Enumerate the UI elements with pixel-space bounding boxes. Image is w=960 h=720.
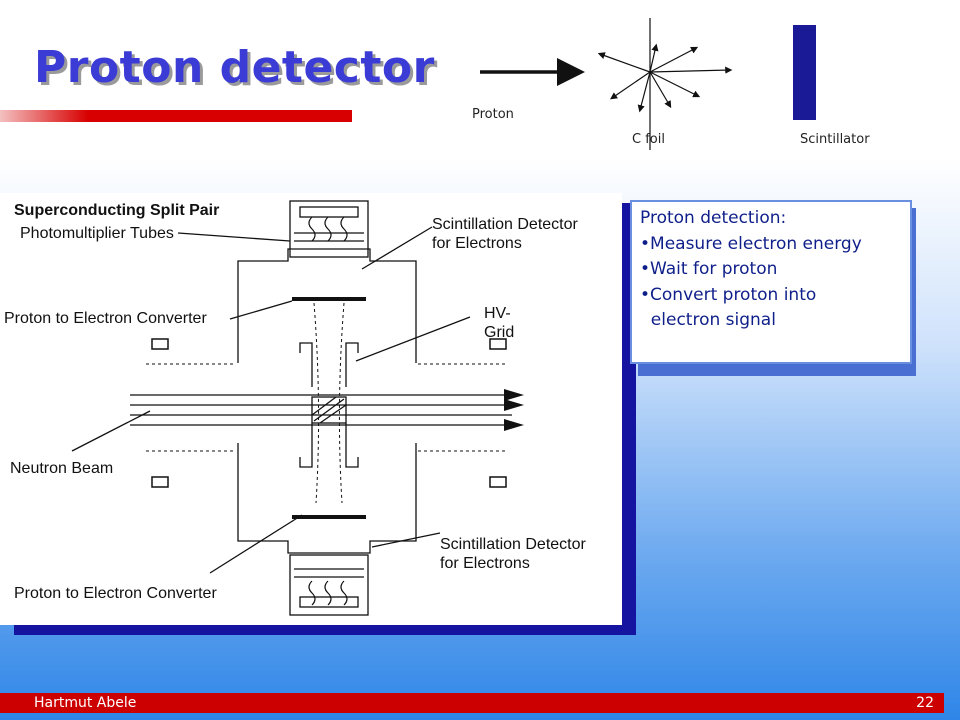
detector-diagram: Superconducting Split Pair Photomultipli… (0, 193, 622, 625)
label-converter-bottom: Proton to Electron Converter (14, 585, 217, 602)
label-superconducting-split-pair: Superconducting Split Pair (14, 202, 220, 219)
field-line-right (338, 302, 345, 504)
scintillator-bar (793, 25, 816, 120)
label-converter-top: Proton to Electron Converter (4, 310, 207, 327)
proton-foil-schematic-graphic (480, 18, 816, 150)
vessel-lower-outline (237, 443, 417, 554)
proton-foil-schematic: Proton C foil Scintillator (460, 10, 900, 155)
bullet-item: •Wait for proton (640, 259, 778, 279)
pmt-squiggle-top (308, 216, 348, 242)
detector-cross-section (71, 200, 524, 616)
label-neutron-beam: Neutron Beam (10, 460, 114, 477)
pmt-squiggle-bottom (308, 580, 348, 606)
beam-arrowhead-2 (504, 399, 524, 411)
label-hv-grid-2: Grid (484, 324, 515, 341)
title-underline-bar (0, 110, 352, 122)
page-number: 22 (916, 695, 934, 711)
top-pmt-housing (289, 200, 369, 258)
bullet-item-continuation: electron signal (640, 310, 776, 330)
beam-arrowhead-3 (504, 419, 524, 431)
coil-square-upper-left (151, 338, 169, 350)
lower-converter-foil (292, 515, 366, 519)
cfoil-label: C foil (632, 132, 665, 147)
coil-square-upper-right (489, 338, 507, 350)
label-scintillation-detector-top-2: for Electrons (432, 235, 522, 252)
bullet-item: •Measure electron energy (640, 233, 862, 254)
upper-electrode (299, 342, 359, 387)
textbox: Proton detection: •Measure electron ener… (630, 200, 912, 364)
label-scintillation-detector-bottom-1: Scintillation Detector (440, 536, 586, 553)
textbox-heading: Proton detection: (640, 208, 787, 228)
coil-square-lower-left (151, 476, 169, 488)
proton-label: Proton (472, 107, 514, 122)
lower-electrode (299, 423, 359, 468)
label-scintillation-detector-bottom-2: for Electrons (440, 555, 530, 572)
coil-square-lower-right (489, 476, 507, 488)
slide-title: Proton detector (34, 42, 435, 93)
scintillator-label: Scintillator (800, 132, 870, 147)
vessel-upper-outline (237, 248, 417, 363)
bullet-item: •Convert proton into (640, 284, 817, 305)
beam-interaction-region (311, 396, 347, 424)
field-line-left (313, 302, 320, 504)
beam-arrowhead-1 (504, 389, 524, 401)
detector-diagram-panel: Superconducting Split Pair Photomultipli… (0, 193, 636, 635)
footer-bar: Hartmut Abele 22 (0, 693, 944, 713)
label-scintillation-detector-top-1: Scintillation Detector (432, 216, 578, 233)
electron-scatter-arrows (597, 43, 733, 113)
label-hv-grid-1: HV- (484, 305, 511, 322)
label-photomultiplier-tubes: Photomultiplier Tubes (20, 225, 174, 242)
upper-converter-foil (292, 297, 366, 301)
footer-author: Hartmut Abele (34, 695, 137, 711)
bottom-pmt-housing (289, 554, 369, 616)
